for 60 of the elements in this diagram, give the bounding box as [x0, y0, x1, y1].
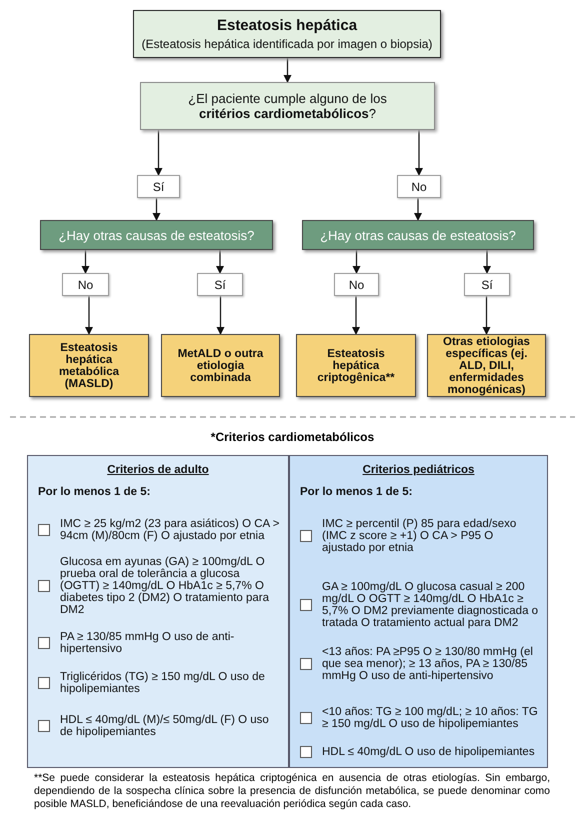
answer-text: No	[348, 278, 364, 292]
answer-text: No	[411, 180, 427, 194]
panel-subheading: Por lo menos 1 de 5:	[38, 486, 152, 498]
footnote: **Se puede considerar la esteatosis hepática criptogénica en ausencia de otras etiologías. Sin embargo, dependiendo de la sospecha clínica sobre la presencia de disfunción metabólica, se puede denominar como posible MASLD, beneficiándose de una reevaluación periódica según cada caso.	[34, 772, 550, 812]
answer-box	[137, 175, 180, 198]
answer-box	[397, 175, 441, 198]
arrow	[82, 250, 90, 274]
outcome-box	[29, 334, 149, 397]
arrow	[85, 296, 93, 335]
arrow	[352, 296, 360, 335]
criterion-text: GA ≥ 100mg/dL O glucosa casual ≥ 200 mg/dL O OGTT ≥ 140mg/dL O HbA1c ≥ 5,7% O DM2 previamente diagnosticada o tratada O tratamiento actual para DM2	[322, 581, 539, 629]
criterion-text: HDL ≤ 40mg/dL (M)/≤ 50mg/dL (F) O uso de hipolipemiantes	[60, 714, 270, 738]
answer-box	[62, 273, 109, 296]
arrow	[414, 198, 422, 221]
section-title: *Criterios cardiometabólicos	[210, 430, 376, 444]
criteria-panel	[27, 455, 289, 768]
answer-box	[197, 273, 243, 296]
answer-text: Sí	[152, 180, 164, 194]
arrow	[482, 296, 490, 335]
outcome-text: MetALD o outra etiologia combinada	[176, 348, 264, 384]
question-text: ¿El paciente cumple alguno de los critérios cardiometabólicos?	[187, 91, 388, 121]
answer-text: Sí	[214, 278, 226, 292]
criterion-text: PA ≥ 130/85 mmHg O uso de anti-hipertensivo	[60, 631, 236, 655]
arrow	[216, 296, 224, 335]
outcome-box	[296, 334, 416, 397]
answer-box	[464, 273, 510, 296]
question-box	[140, 82, 435, 130]
criterion-text: <13 años: PA ≥P95 O ≥ 130/80 mmHg (el que sea menor); ≥ 13 años, PA ≥ 130/85 mmHg O uso de anti-hipertensivo	[322, 646, 534, 682]
question-bar	[40, 220, 273, 250]
answer-box	[334, 273, 379, 296]
outcome-box	[427, 334, 546, 397]
arrow	[152, 198, 160, 221]
criterion-text: HDL ≤ 40mg/dL O uso de hipolipemiantes	[322, 746, 535, 758]
box-subtitle: (Esteatosis hepática identificada por imagen o biopsia)	[142, 37, 432, 51]
criterion-text: IMC ≥ 25 kg/m2 (23 para asiáticos) O CA > 94cm (M)/80cm (F) O ajustado por etnia	[60, 518, 280, 542]
answer-text: No	[78, 278, 94, 292]
criterion-text: <10 años: TG ≥ 100 mg/dL; ≥ 10 años: TG ≥ 150 mg/dL O uso de hipolipemiantes	[322, 706, 539, 730]
arrow	[352, 250, 360, 274]
outcome-text: Esteatosis hepática metabólica (MASLD)	[58, 342, 120, 390]
box-title: Esteatosis hepática	[216, 17, 358, 34]
arrow	[483, 250, 491, 274]
question-bar	[302, 220, 534, 250]
answer-text: Sí	[481, 278, 493, 292]
criterion-text: Triglicéridos (TG) ≥ 150 mg/dL O uso de hipolipemiantes	[60, 671, 266, 695]
panel-subheading: Por lo menos 1 de 5:	[300, 486, 414, 498]
question-text: ¿Hay otras causas de esteatosis?	[58, 228, 254, 242]
criteria-panel	[289, 455, 548, 768]
outcome-box	[161, 334, 280, 397]
arrow	[284, 58, 292, 83]
arrow	[415, 130, 423, 176]
title-box	[133, 10, 441, 58]
criterion-text: IMC ≥ percentil (P) 85 para edad/sexo (IMC z score ≥ +1) O CA > P95 O ajustado por etnia	[322, 518, 518, 554]
criterion-text: Glucosa em ayunas (GA) ≥ 100mg/dL O prueba oral de tolerância a glucosa (OGTT) ≥ 140mg/dL O HbA1c ≥ 5,7% O diabetes tipo 2 (DM2) O tratamiento para DM2	[60, 556, 270, 616]
panel-heading: Criterios pediátricos	[362, 464, 476, 476]
arrow	[216, 250, 224, 274]
outcome-text: Otras etiologias específicas (ej. ALD, DILI, enfermidades monogénicas)	[442, 336, 531, 396]
panel-heading: Criterios de adulto	[106, 464, 210, 476]
outcome-text: Esteatosis hepática criptogênica**	[316, 348, 396, 384]
arrow	[154, 130, 162, 176]
question-text: ¿Hay otras causas de esteatosis?	[320, 228, 516, 242]
